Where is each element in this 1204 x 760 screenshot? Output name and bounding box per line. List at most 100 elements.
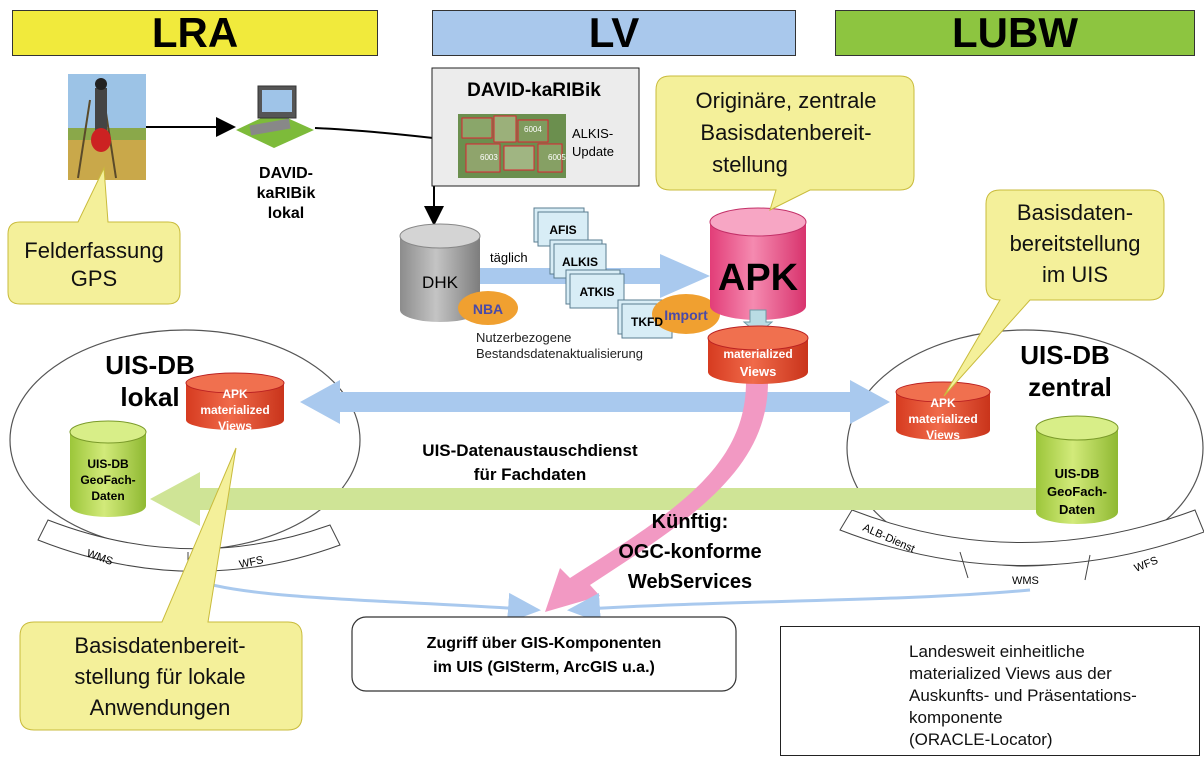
legend-text-line-1: Landesweit einheitliche xyxy=(909,642,1085,661)
dhk-cylinder xyxy=(399,223,481,322)
green-exchange-arrow xyxy=(150,472,1040,526)
views-cylinder-lokal xyxy=(185,372,285,430)
views-cylinder-center xyxy=(707,325,809,384)
pink-curved-arrow xyxy=(545,382,768,612)
uis-bereit-line-3: im UIS xyxy=(1042,262,1108,287)
document-stack xyxy=(533,207,673,339)
david-local-line-2: kaRIBik xyxy=(257,185,316,202)
doc-atkis: ATKIS xyxy=(579,285,614,299)
kuenftig-line-3: WebServices xyxy=(628,571,752,593)
uis-zentral-line-1: UIS-DB xyxy=(1020,340,1110,370)
nba-label: NBA xyxy=(473,301,503,317)
zugriff-line-1: Zugriff über GIS-Komponenten xyxy=(427,635,662,652)
geofach-zentral-line-2: GeoFach- xyxy=(1047,484,1107,499)
legend-text-line-2: materialized Views aus der xyxy=(909,664,1112,683)
legend-icon-line-3: Views xyxy=(823,678,857,692)
geofach-zentral-line-1: UIS-DB xyxy=(1055,466,1100,481)
originaere-line-3: stellung xyxy=(712,152,788,177)
views-center-line-1: materialized xyxy=(723,347,792,361)
header-lubw: LUBW xyxy=(835,9,1195,56)
views-cylinder-zentral xyxy=(895,381,991,440)
originaere-line-1: Originäre, zentrale xyxy=(696,88,877,113)
header-lv-label: LV xyxy=(588,9,640,56)
header-lv: LV xyxy=(432,9,796,56)
geofach-cylinder-zentral xyxy=(1035,415,1119,524)
geofach-zentral-line-3: Daten xyxy=(1059,502,1095,517)
import-label: Import xyxy=(664,307,708,323)
views-zentral-line-3: Views xyxy=(926,428,960,442)
legend-icon-line-2: materialized xyxy=(805,662,874,676)
nba-caption-line-1: Nutzerbezogene xyxy=(476,330,571,345)
apk-label: APK xyxy=(718,257,799,299)
originaere-line-2: Basisdatenbereit- xyxy=(700,120,871,145)
thin-blue-line-right xyxy=(567,588,1031,623)
doc-afis: AFIS xyxy=(549,223,576,237)
nba-ellipse xyxy=(458,291,518,325)
alkis-map-thumbnail: 6004 6005 6003 xyxy=(458,114,566,178)
legend-icon-line-1: APK xyxy=(827,646,853,660)
views-lokal-line-1: APK xyxy=(222,387,248,401)
david-box-title: DAVID-kaRIBik xyxy=(467,80,601,101)
lokal-bereit-line-3: Anwendungen xyxy=(90,695,231,720)
svg-text:6005: 6005 xyxy=(548,153,566,162)
legend-text-line-4: komponente xyxy=(909,708,1003,727)
header-lra: LRA xyxy=(12,9,378,56)
arrow-david-local-to-box xyxy=(314,127,454,149)
callout-lokal-bereit xyxy=(19,447,303,731)
legend-text-line-5: (ORACLE-Locator) xyxy=(909,730,1053,749)
zugriff-line-2: im UIS (GISterm, ArcGIS u.a.) xyxy=(433,659,655,676)
views-lokal-line-2: materialized xyxy=(200,403,269,417)
service-tab-wfs-left: WFS xyxy=(238,554,264,571)
header-lubw-label: LUBW xyxy=(952,9,1078,56)
legend-box: APK materialized Views Landesweit einhei… xyxy=(780,626,1200,756)
david-local-line-3: lokal xyxy=(268,205,304,222)
views-center-line-2: Views xyxy=(740,364,777,379)
austausch-line-1: UIS-Datenaustauschdienst xyxy=(422,441,638,460)
callout-felderfassung xyxy=(7,166,181,305)
import-ellipse xyxy=(652,294,720,334)
callout-uis-bereit xyxy=(943,189,1165,397)
views-lokal-line-3: Views xyxy=(218,419,252,433)
uis-bereit-line-1: Basisdaten- xyxy=(1017,200,1133,225)
computer-icon xyxy=(236,85,314,148)
legend-description: Landesweit einheitliche materialized Vie… xyxy=(909,641,1199,751)
david-local-line-1: DAVID- xyxy=(259,165,313,182)
geofach-cylinder-lokal xyxy=(69,420,147,517)
legend-icon-labels: APK materialized Views xyxy=(805,646,874,692)
dhk-label: DHK xyxy=(422,273,459,292)
felderfassung-line-2: GPS xyxy=(71,266,117,291)
service-tabs-left xyxy=(37,519,341,572)
svg-text:6003: 6003 xyxy=(480,153,498,162)
zugriff-box xyxy=(351,616,737,692)
service-tab-wfs-right: WFS xyxy=(1133,554,1160,574)
blue-double-arrow xyxy=(300,380,890,424)
service-tab-wms-right: WMS xyxy=(1012,575,1039,587)
kuenftig-line-2: OGC-konforme xyxy=(618,541,761,563)
lokal-bereit-line-2: stellung für lokale xyxy=(74,664,245,689)
geofach-lokal-line-3: Daten xyxy=(91,489,124,503)
alkis-update-line-2: Update xyxy=(572,144,614,159)
alkis-update-line-1: ALKIS- xyxy=(572,126,613,141)
svg-text:6004: 6004 xyxy=(524,125,542,134)
kuenftig-line-1: Künftig: xyxy=(652,511,729,533)
apk-cylinder xyxy=(709,207,807,320)
uis-lokal-line-2: lokal xyxy=(120,382,179,412)
uis-bereit-line-2: bereitstellung xyxy=(1010,231,1141,256)
views-zentral-line-1: APK xyxy=(930,396,956,410)
uis-zentral-line-2: zentral xyxy=(1028,372,1112,402)
taeglich-label: täglich xyxy=(490,250,528,265)
uis-lokal-line-1: UIS-DB xyxy=(105,350,195,380)
nba-caption-line-2: Bestandsdatenaktualisierung xyxy=(476,346,643,361)
thin-blue-line-left xyxy=(189,576,541,623)
callout-originaere xyxy=(655,75,915,211)
geofach-lokal-line-1: UIS-DB xyxy=(87,457,129,471)
felderfassung-line-1: Felderfassung xyxy=(24,238,163,263)
views-zentral-line-2: materialized xyxy=(908,412,977,426)
header-lra-label: LRA xyxy=(151,9,239,56)
lokal-bereit-line-1: Basisdatenbereit- xyxy=(74,633,245,658)
doc-tkfd: TKFD xyxy=(631,315,663,329)
austausch-line-2: für Fachdaten xyxy=(474,465,586,484)
geofach-lokal-line-2: GeoFach- xyxy=(80,473,135,487)
